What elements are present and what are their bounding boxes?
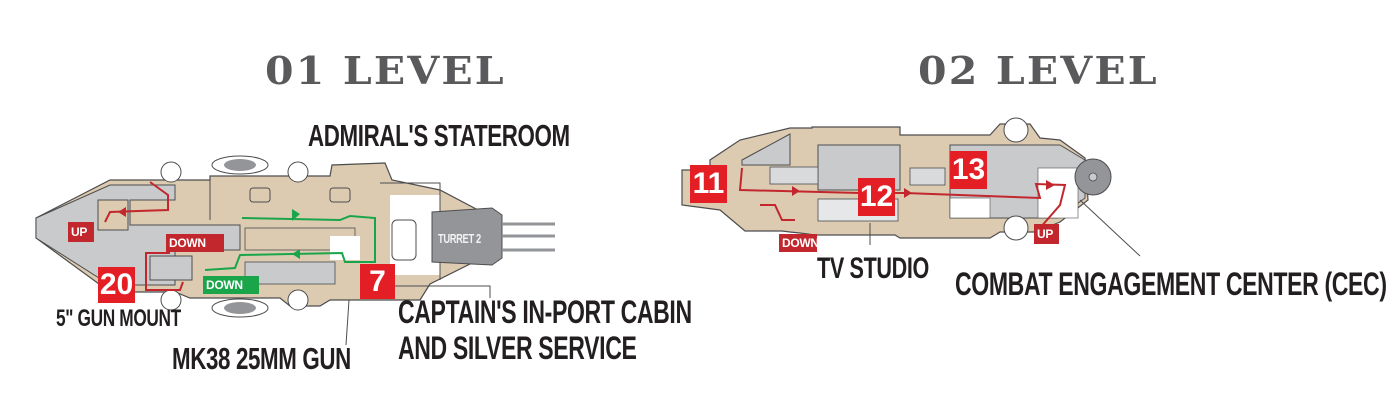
up-tag-01: UP	[68, 222, 94, 242]
down-tag-green-01: DOWN	[203, 276, 259, 294]
turret-2-shape	[431, 207, 503, 266]
stop-12-badge[interactable]: 12	[858, 178, 895, 216]
down-tag-red-01: DOWN	[166, 234, 224, 252]
label-cec: COMBAT ENGAGEMENT CENTER (CEC)	[955, 266, 1387, 302]
level-02-heading: 02 LEVEL	[918, 48, 1159, 93]
label-admirals-stateroom: ADMIRAL'S STATEROOM	[308, 118, 570, 153]
level-01-heading: 01 LEVEL	[265, 48, 506, 93]
stop-20-badge[interactable]: 20	[98, 267, 135, 303]
boat-top	[211, 155, 269, 175]
turret-2-label: TURRET 2	[438, 231, 481, 246]
route-green-01	[204, 214, 376, 271]
down-tag-02: DOWN	[779, 234, 819, 252]
label-tv-studio: TV STUDIO	[817, 252, 929, 285]
stop-11-badge[interactable]: 11	[690, 165, 727, 203]
label-5in-gun-mount: 5" GUN MOUNT	[56, 305, 181, 332]
level-02-plan	[681, 117, 1141, 257]
up-tag-02: UP	[1034, 224, 1059, 244]
route-red-02	[738, 167, 1067, 229]
stop-13-badge[interactable]: 13	[950, 151, 987, 189]
stop-7-badge[interactable]: 7	[360, 264, 395, 299]
boat-bottom	[211, 298, 269, 318]
route-red-01	[104, 181, 169, 223]
label-mk38-gun: MK38 25MM GUN	[172, 341, 351, 376]
level-01-plan	[35, 155, 555, 346]
label-captains-cabin-line2: AND SILVER SERVICE	[398, 330, 637, 366]
label-captains-cabin-line1: CAPTAIN'S IN-PORT CABIN	[398, 294, 692, 330]
